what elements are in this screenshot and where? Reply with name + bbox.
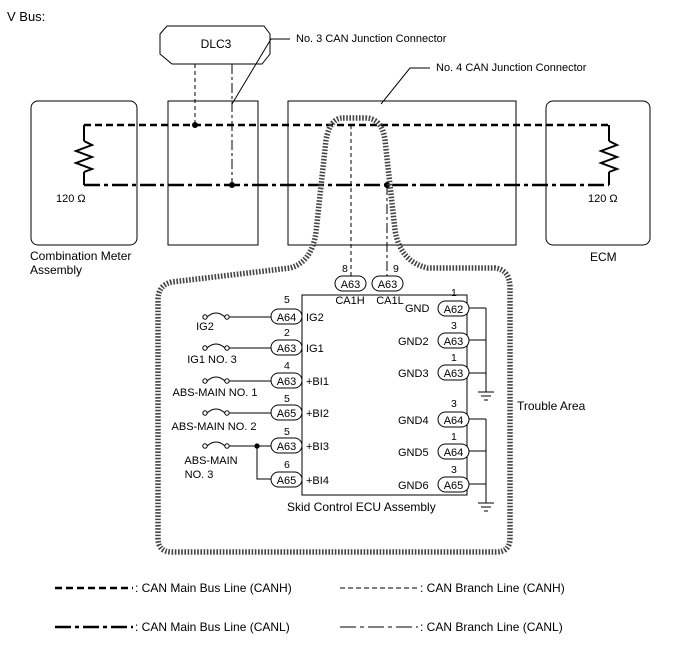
connector-code: A63 [277,441,297,453]
connector-code: A65 [277,475,297,487]
junction-connector-4-box [287,100,517,246]
connector-code: A63 [444,336,464,348]
pin-number: 3 [451,398,457,410]
dlc3-label: DLC3 [201,37,232,51]
connector-code: A62 [444,304,464,316]
callout-line-jc3 [231,38,290,105]
pin-number: 9 [393,263,399,275]
pin-number: 3 [451,320,457,332]
pin-number: 1 [451,431,457,443]
legend-item-main-canh: : CAN Main Bus Line (CANH) [55,581,292,595]
connector-code: A64 [277,312,297,324]
ecm-label: ECM [590,250,617,264]
combination-meter-box [30,100,138,246]
terminal-name: GND4 [398,415,429,427]
terminal-name: CA1H [335,295,364,307]
legend-label: : CAN Branch Line (CANL) [420,620,563,634]
junction-dot [192,122,198,128]
terminal-name: +BI3 [306,441,329,453]
callout-jc3-label: No. 3 CAN Junction Connector [296,33,447,45]
legend: : CAN Main Bus Line (CANH) : CAN Branch … [55,581,565,634]
pin-number: 5 [284,393,290,405]
power-source-label: ABS-MAIN NO. 2 [172,421,257,433]
junction-dot [229,182,235,188]
power-source-label: IG1 NO. 3 [187,354,237,366]
skid-control-ecu-label: Skid Control ECU Assembly [287,500,436,514]
terminal-name: CA1L [376,295,404,307]
legend-label: : CAN Main Bus Line (CANL) [135,620,290,634]
connector-code: A63 [277,376,297,388]
connector-code: A65 [277,408,297,420]
legend-item-branch-canh: : CAN Branch Line (CANH) [340,581,565,595]
power-source-label: ABS-MAIN [184,455,237,467]
diagram-title: V Bus: [7,9,45,24]
connector-code: A63 [444,368,464,380]
pin-number: 1 [451,352,457,364]
resistor-right-label: 120 Ω [588,193,618,205]
terminal-name: GND5 [398,447,429,459]
terminal-name: GND3 [398,368,429,380]
power-source-label-line2: NO. 3 [185,469,214,481]
pin-number: 3 [451,464,457,476]
junction-connector-3-box [167,100,259,246]
ecm-box [545,100,651,246]
connector-code: A63 [341,279,361,291]
pin-number: 6 [284,459,290,471]
power-source-label: IG2 [196,321,214,333]
combination-meter-label-line2: Assembly [30,263,82,277]
connector-code: A64 [444,415,464,427]
trouble-area-outline [155,115,513,555]
pin-number: 2 [284,327,290,339]
terminal-name: GND2 [398,336,429,348]
connector-code: A65 [444,480,464,492]
connector-code: A63 [378,279,398,291]
callout-line-jc4 [380,67,430,105]
callout-jc4-label: No. 4 CAN Junction Connector [436,62,587,74]
fuse-icon [202,312,230,320]
can-pin-ca1h: 8 A63 CA1H [334,263,367,307]
terminal-name: IG1 [306,343,324,355]
terminal-name: +BI1 [306,376,329,388]
connector-code: A64 [444,447,464,459]
dlc3-connector: DLC3 [159,25,271,185]
connector-code: A63 [277,343,297,355]
terminal-name: IG2 [306,312,324,324]
ground-icon [478,391,494,401]
legend-item-branch-canl: : CAN Branch Line (CANL) [340,620,563,634]
terminal-name: GND [405,303,430,315]
pin-number: 1 [451,287,457,299]
resistor-left-label: 120 Ω [56,193,86,205]
power-source-label: ABS-MAIN NO. 1 [173,387,258,399]
pin-number: 4 [284,360,290,372]
combination-meter-label: Combination Meter [30,249,131,263]
fuse-icon [202,376,230,384]
ground-icon [478,502,494,512]
left-inputs: IG2 5 A64 IG2 IG1 NO. 3 2 A63 IG1 ABS-MA… [172,294,329,488]
pin-number: 8 [342,263,348,275]
terminal-name: +BI2 [306,408,329,420]
pin-number: 5 [284,294,290,306]
resistor-right [598,125,620,185]
terminal-name: +BI4 [306,475,329,487]
pin-number: 5 [284,426,290,438]
terminal-name: GND6 [398,480,429,492]
right-grounds: GND 1 A62 GND2 3 A63 GND3 1 A63 GND4 3 A… [398,287,494,512]
resistor-left [73,125,95,185]
skid-control-ecu-box [301,294,468,496]
can-pin-ca1l: 9 A63 CA1L [371,263,404,307]
trouble-area-label: Trouble Area [517,399,586,413]
legend-label: : CAN Main Bus Line (CANH) [135,581,292,595]
fuse-icon [202,441,230,449]
fuse-icon [202,343,230,351]
legend-label: : CAN Branch Line (CANH) [420,581,565,595]
legend-item-main-canl: : CAN Main Bus Line (CANL) [55,620,290,634]
fuse-icon [202,408,230,416]
